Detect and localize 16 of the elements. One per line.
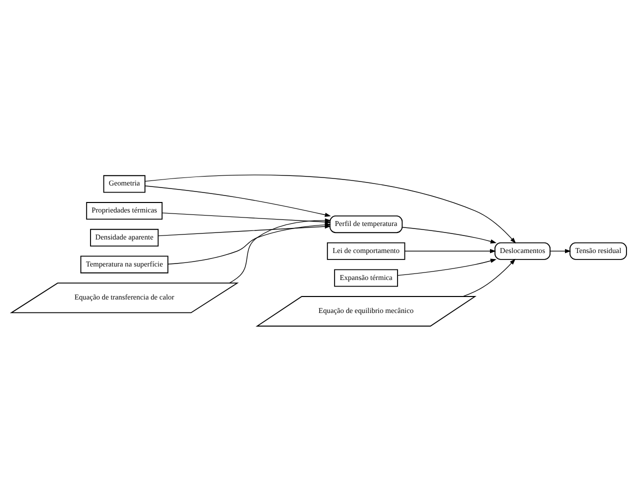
node-box: Lei de comportamento	[326, 242, 406, 260]
node-box: Tensão residual	[570, 242, 627, 260]
arrow	[462, 258, 516, 297]
arrow	[402, 226, 497, 244]
arrow	[144, 186, 331, 217]
node-box: Propriedades térmicas	[86, 202, 163, 220]
arrow	[550, 249, 571, 254]
arrow	[404, 249, 496, 254]
arrow	[144, 174, 516, 244]
arrow	[397, 258, 497, 276]
node-box: Densidade aparente	[90, 228, 159, 246]
node-box: Perfil de temperatura	[329, 215, 403, 234]
node-box: Expansão térmica	[334, 269, 398, 287]
node-box: Geometria	[103, 175, 146, 193]
node-box: Temperatura na superfície	[80, 256, 168, 274]
node-box: Deslocamentos	[494, 242, 551, 260]
